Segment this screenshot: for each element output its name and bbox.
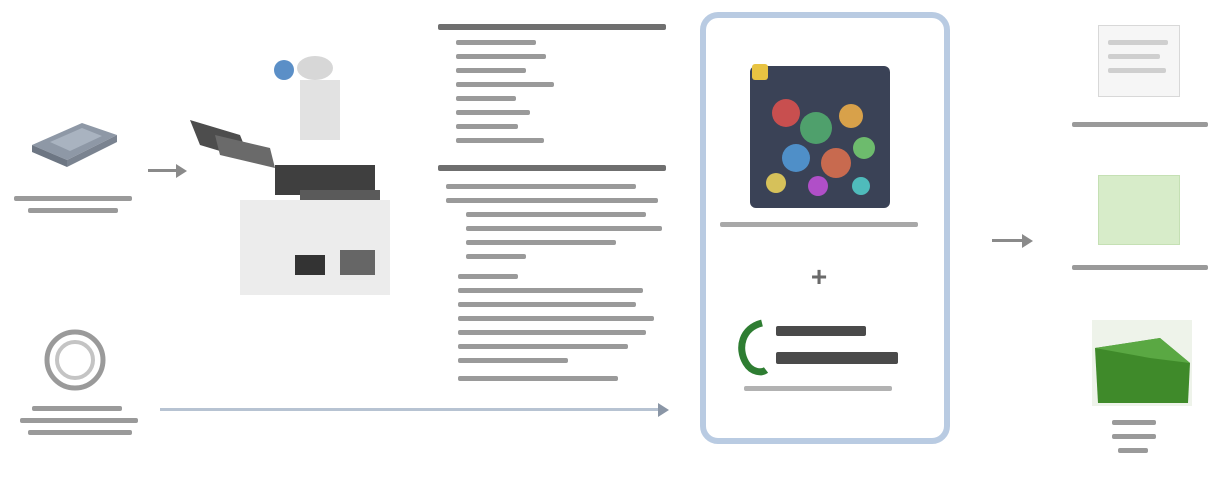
logo-mark-icon [738,319,769,376]
output-1-thumbnail [1098,25,1180,97]
fluorescence-image [766,99,875,196]
plus-sign: + [810,261,828,292]
output-2-thumbnail [1098,175,1180,245]
app-icon [752,64,768,80]
output-3-thumbnail [1092,320,1192,406]
software-frame [700,12,950,444]
culture-dish-icon [44,329,106,391]
microscope-slide-icon [32,123,117,167]
microscope-icon [190,56,390,295]
